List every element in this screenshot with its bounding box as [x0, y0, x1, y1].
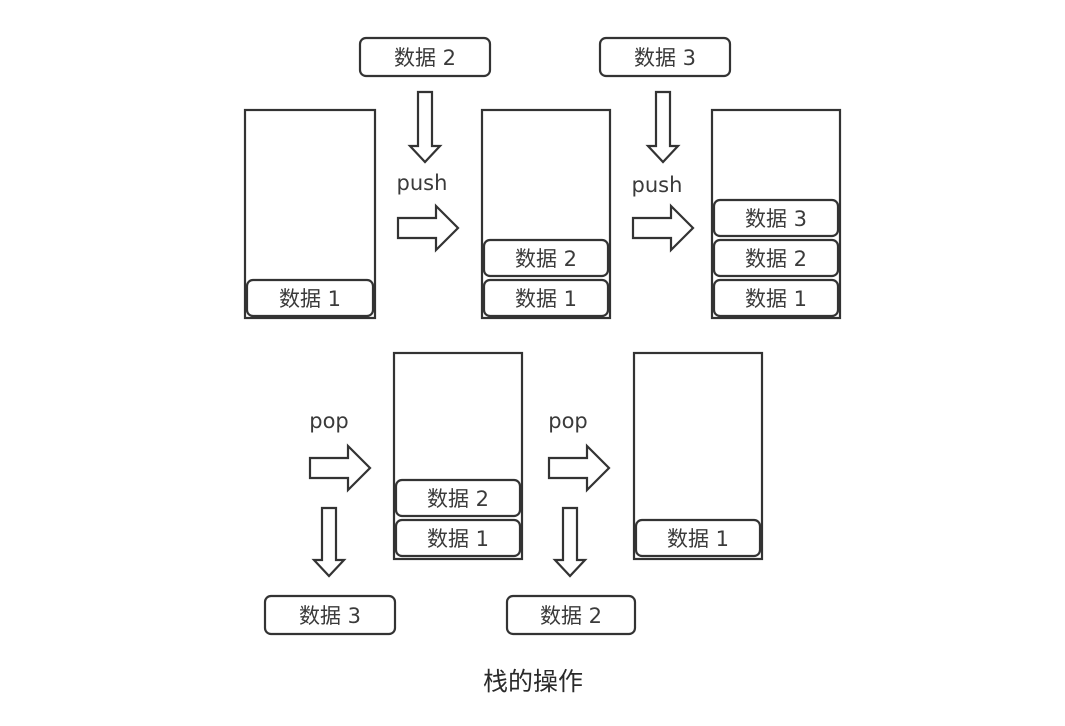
stack-after-pop-2: 数据 1 — [632, 351, 764, 561]
outgoing-pop-1: 数据 3 — [263, 594, 397, 636]
down-arrow-icon — [645, 90, 681, 164]
right-arrow-icon — [308, 443, 372, 493]
pop-label-1: pop — [309, 409, 349, 433]
outgoing-pop-2: 数据 2 — [505, 594, 637, 636]
stack-after-push-2-cell-1: 数据 2 — [745, 247, 807, 271]
down-arrow-icon — [311, 506, 347, 578]
stack-after-push-2-cell-0: 数据 3 — [745, 207, 807, 231]
right-arrow-icon — [547, 443, 611, 493]
down-arrow-icon — [407, 90, 443, 164]
push-label-2: push — [632, 173, 683, 197]
stack-after-pop-2-cell-0: 数据 1 — [667, 527, 729, 551]
right-arrow-icon — [396, 203, 460, 253]
incoming-push-1: 数据 2 — [358, 36, 492, 78]
stack-initial: 数据 1 — [243, 108, 377, 320]
incoming-push-1-label: 数据 2 — [394, 46, 456, 70]
stack-after-push-2: 数据 3 数据 2 数据 1 — [710, 108, 842, 320]
stack-after-push-1-cell-1: 数据 1 — [515, 287, 577, 311]
stack-after-push-1: 数据 2 数据 1 — [480, 108, 612, 320]
outgoing-pop-1-label: 数据 3 — [299, 604, 361, 628]
stack-initial-cell-0: 数据 1 — [279, 287, 341, 311]
stack-after-push-1-cell-0: 数据 2 — [515, 247, 577, 271]
outgoing-pop-2-label: 数据 2 — [540, 604, 602, 628]
incoming-push-2-label: 数据 3 — [634, 46, 696, 70]
down-arrow-icon — [552, 506, 588, 578]
stack-after-pop-1: 数据 2 数据 1 — [392, 351, 524, 561]
figure-caption: 栈的操作 — [483, 667, 583, 696]
pop-label-2: pop — [548, 409, 588, 433]
incoming-push-2: 数据 3 — [598, 36, 732, 78]
stack-after-push-2-cell-2: 数据 1 — [745, 287, 807, 311]
right-arrow-icon — [631, 203, 695, 253]
stack-after-pop-1-cell-1: 数据 1 — [427, 527, 489, 551]
stack-after-pop-1-cell-0: 数据 2 — [427, 487, 489, 511]
push-label-1: push — [397, 171, 448, 195]
